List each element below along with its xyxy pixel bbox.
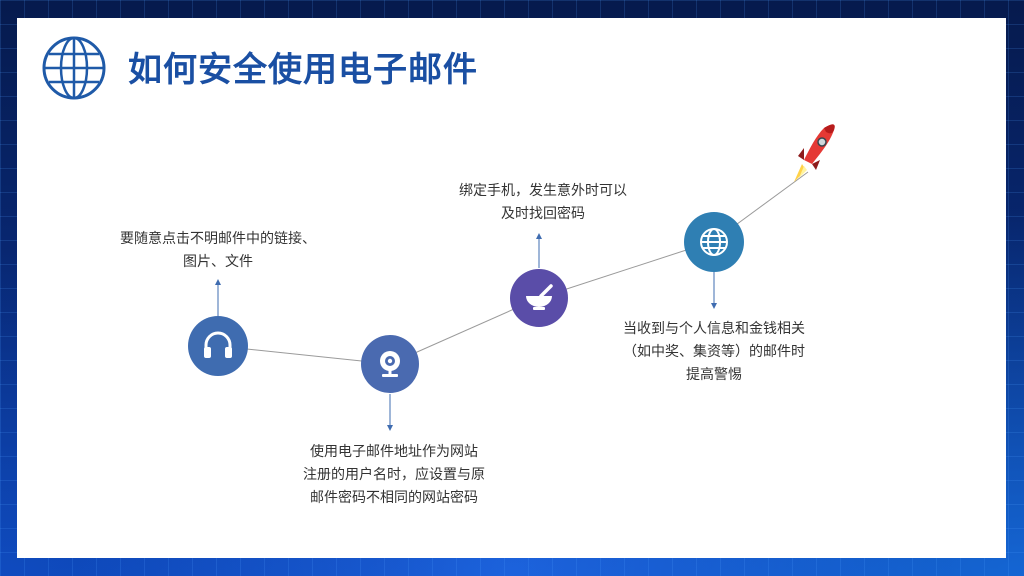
caption-line: 要随意点击不明邮件中的链接、 — [120, 231, 316, 247]
caption-line: 图片、文件 — [183, 254, 253, 270]
caption-line: （如中奖、集资等）的邮件时 — [623, 344, 805, 360]
headphones-icon — [204, 331, 232, 358]
globe-node — [684, 212, 744, 272]
globe-logo-icon — [42, 36, 106, 100]
page-title: 如何安全使用电子邮件 — [128, 50, 478, 90]
headphones-node — [188, 316, 248, 376]
caption-line: 当收到与个人信息和金钱相关 — [623, 321, 805, 337]
caption-line: 及时找回密码 — [501, 206, 585, 222]
step-4-caption: 当收到与个人信息和金钱相关 （如中奖、集资等）的邮件时 提高警惕 — [592, 318, 836, 387]
mortar-icon — [526, 284, 553, 310]
globe-icon — [700, 228, 728, 256]
caption-line: 绑定手机，发生意外时可以 — [459, 183, 627, 199]
webcam-node — [361, 335, 419, 393]
mortar-node — [510, 269, 568, 327]
caption-line: 邮件密码不相同的网站密码 — [310, 490, 478, 506]
rocket-icon — [794, 124, 835, 182]
step-3-caption: 绑定手机，发生意外时可以 及时找回密码 — [430, 180, 656, 226]
step-2-caption: 使用电子邮件地址作为网站 注册的用户名时，应设置与原 邮件密码不相同的网站密码 — [276, 441, 512, 510]
webcam-icon — [380, 351, 400, 377]
caption-line: 使用电子邮件地址作为网站 — [310, 444, 478, 460]
step-1-caption: 要随意点击不明邮件中的链接、 图片、文件 — [90, 228, 346, 274]
caption-line: 注册的用户名时，应设置与原 — [303, 467, 485, 483]
caption-line: 提高警惕 — [686, 367, 742, 383]
